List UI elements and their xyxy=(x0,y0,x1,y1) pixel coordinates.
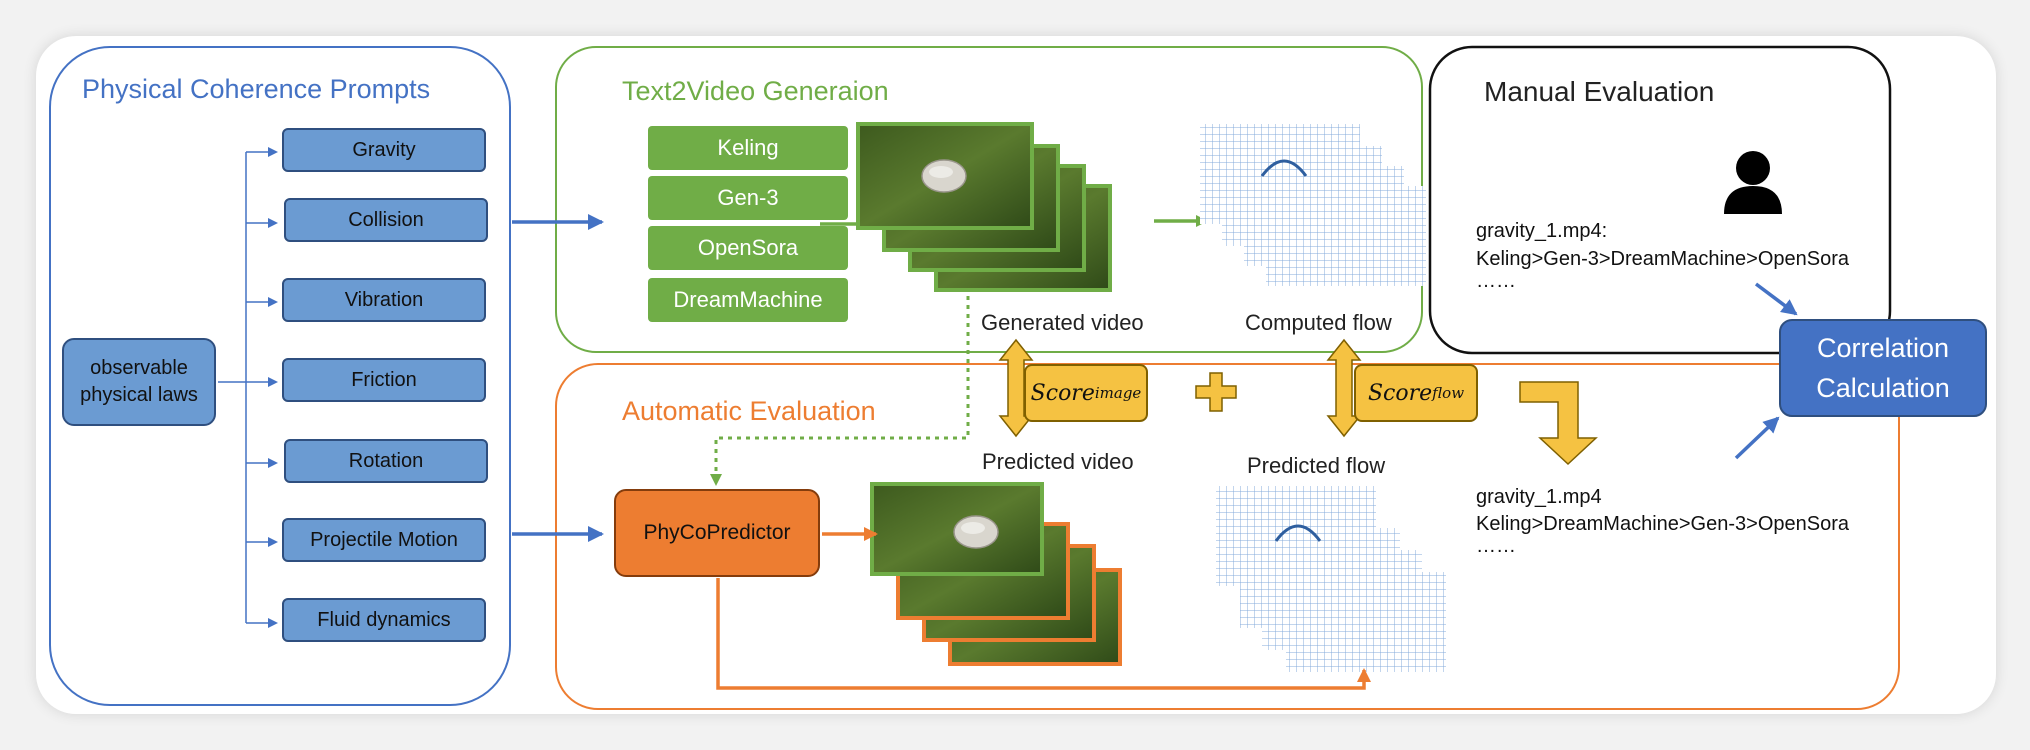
turn-down-arrow-icon xyxy=(1519,381,1598,466)
law-rotation: Rotation xyxy=(284,439,488,483)
person-icon xyxy=(1724,151,1782,214)
score-flow-base: Score xyxy=(1367,380,1433,406)
correlation-box xyxy=(1779,319,1987,417)
diagram-graphics xyxy=(49,45,1987,710)
caption-predicted-flow: Predicted flow xyxy=(1247,453,1386,478)
plus-icon xyxy=(1195,372,1237,412)
predicted-video-stack xyxy=(870,482,1122,666)
manual-eval-title: Manual Evaluation xyxy=(1484,76,1715,107)
score-image-sub: image xyxy=(1094,384,1142,402)
model-gen3: Gen-3 xyxy=(648,176,848,220)
law-friction: Friction xyxy=(282,358,486,402)
auto-ranking-order: Keling>DreamMachine>Gen-3>OpenSora xyxy=(1476,513,1849,535)
manual-ranking-more: …… xyxy=(1476,270,1516,292)
law-projectile-motion: Projectile Motion xyxy=(282,518,486,562)
score-flow-sub: flow xyxy=(1432,384,1465,402)
dotted-arrow-video-to-predictor xyxy=(710,296,970,486)
caption-generated-video: Generated video xyxy=(981,310,1144,335)
generated-video-stack xyxy=(856,122,1112,292)
diagram-canvas: Physical Coherence Prompts Text2Video Ge… xyxy=(36,36,1996,714)
model-keling: Keling xyxy=(648,126,848,170)
phycopredictor-box: PhyCoPredictor xyxy=(614,489,820,577)
arrow-predictor-to-flow xyxy=(716,578,1371,690)
law-fluid-dynamics: Fluid dynamics xyxy=(282,598,486,642)
law-vibration: Vibration xyxy=(282,278,486,322)
arrow-auto-to-correlation xyxy=(1734,416,1780,460)
auto-ranking-file: gravity_1.mp4 xyxy=(1476,486,1602,508)
auto-ranking-more: …… xyxy=(1476,535,1516,557)
law-collision: Collision xyxy=(284,198,488,242)
auto-eval-panel xyxy=(555,363,1900,710)
auto-eval-title: Automatic Evaluation xyxy=(622,396,876,426)
computed-flow-stack xyxy=(1200,124,1426,286)
phycopredictor-label: PhyCoPredictor xyxy=(643,521,791,544)
arrow-manual-to-correlation xyxy=(1754,282,1798,316)
model-opensora: OpenSora xyxy=(648,226,848,270)
prompts-title: Physical Coherence Prompts xyxy=(82,74,431,104)
observable-laws-label: observable physical laws xyxy=(80,357,198,406)
caption-computed-flow: Computed flow xyxy=(1245,310,1392,335)
predicted-flow-stack xyxy=(1216,486,1446,672)
manual-ranking-order: Keling>Gen-3>DreamMachine>OpenSora xyxy=(1476,248,1849,270)
double-arrow-flow xyxy=(1326,338,1362,438)
manual-ranking-file: gravity_1.mp4: xyxy=(1476,220,1608,242)
law-tree-connectors xyxy=(218,147,278,628)
t2v-title: Text2Video Generaion xyxy=(622,76,889,106)
law-gravity: Gravity xyxy=(282,128,486,172)
correlation-label: Correlation Calculation xyxy=(1816,333,1950,403)
observable-laws-box: observable physical laws xyxy=(62,338,216,426)
caption-predicted-video: Predicted video xyxy=(982,449,1134,474)
manual-eval-panel xyxy=(1428,45,1892,355)
model-dreammachine: DreamMachine xyxy=(648,278,848,322)
score-image-base: Score xyxy=(1030,380,1095,406)
prompts-panel xyxy=(49,46,511,706)
